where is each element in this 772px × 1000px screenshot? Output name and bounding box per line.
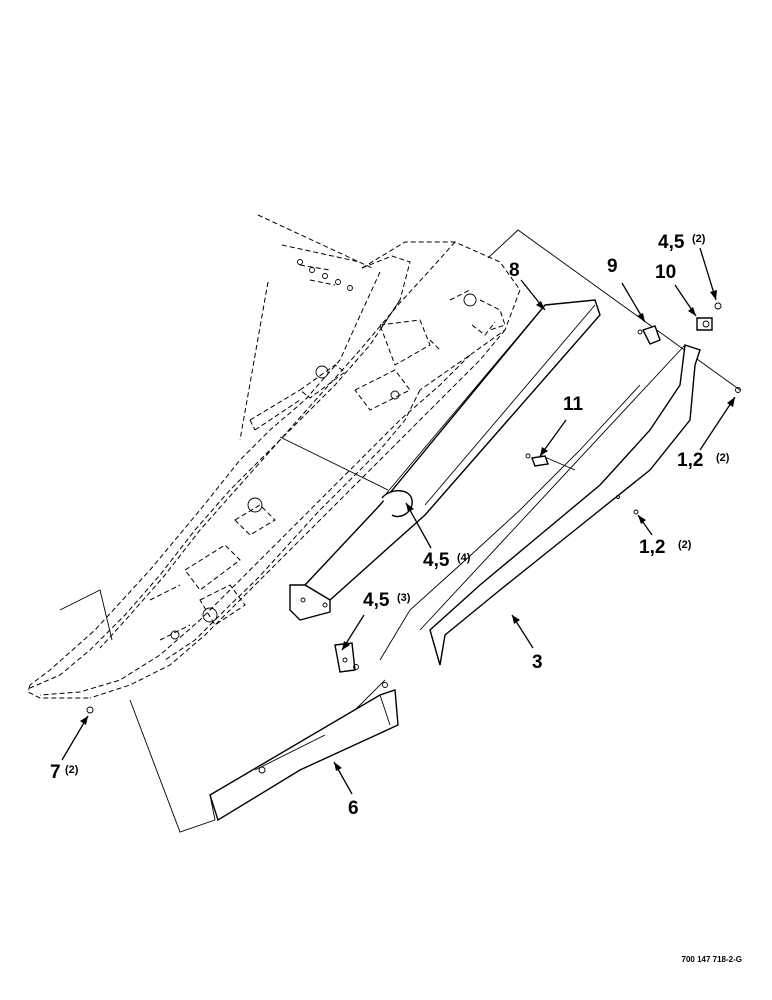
bolt-icon (714, 302, 722, 310)
callout-arrows (61, 247, 736, 795)
callout-8: 8 (509, 260, 520, 281)
callout-9: 9 (607, 256, 618, 277)
callout-4-5-middle: 4,5 (423, 550, 450, 571)
callout-4-5-top: 4,5 (658, 232, 685, 253)
upper-shield (289, 299, 601, 621)
callout-1-2-upper: 1,2 (677, 450, 703, 471)
callout-labels: 8 9 10 4,5 (2) 11 1,2 (2) 1,2 (2) 4,5 (4… (50, 232, 742, 964)
callout-4-5-lower: 4,5 (363, 590, 390, 611)
callout-7: 7 (50, 762, 61, 783)
callout-1-2-upper-qty: (2) (716, 452, 730, 464)
callout-11: 11 (563, 394, 584, 415)
callout-10: 10 (655, 262, 676, 283)
hardware (86, 302, 741, 714)
latch-icon (531, 455, 549, 467)
callout-4-5-middle-qty: (4) (457, 552, 471, 564)
callout-1-2-lower-qty: (2) (678, 539, 692, 551)
callout-7-qty: (2) (65, 764, 79, 776)
drawing-number: 700 147 718-2-G (682, 955, 743, 964)
bracket-icon (696, 317, 713, 331)
lower-shield (419, 344, 701, 666)
rear-shield (209, 642, 399, 822)
callout-6: 6 (348, 798, 359, 819)
callout-1-2-lower: 1,2 (639, 537, 665, 558)
callout-4-5-lower-qty: (3) (397, 592, 411, 604)
clip-icon (642, 325, 661, 345)
assembly-lines (59, 229, 741, 833)
callout-4-5-top-qty: (2) (692, 233, 706, 245)
header-frame (27, 214, 521, 699)
callout-3: 3 (532, 652, 543, 673)
